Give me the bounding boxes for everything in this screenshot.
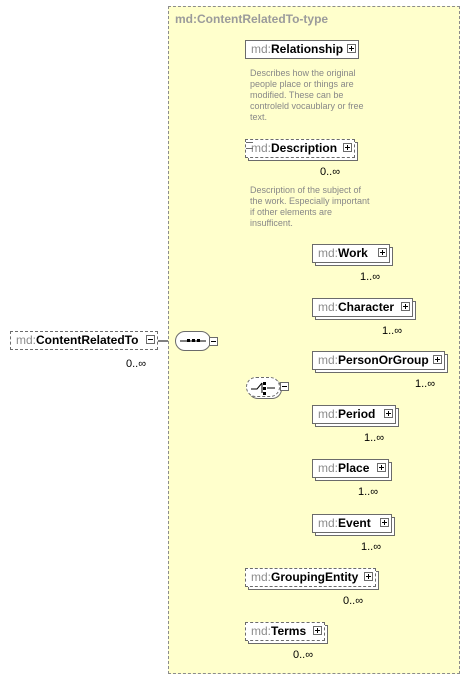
element-place[interactable]: md:Place [312, 459, 389, 478]
element-work[interactable]: md:Work [312, 244, 390, 263]
description-cardinality: 0..∞ [320, 166, 341, 178]
element-person-or-group[interactable]: md:PersonOrGroup [312, 351, 445, 370]
expand-icon[interactable] [377, 463, 386, 472]
sequence-compositor[interactable] [175, 331, 211, 351]
expand-icon[interactable] [378, 248, 387, 257]
description-documentation: Description of the subject of the work. … [250, 185, 370, 228]
element-grouping-entity[interactable]: md:GroupingEntity [245, 568, 376, 587]
expand-icon[interactable] [313, 626, 322, 635]
choice-collapse-icon[interactable] [280, 382, 289, 391]
element-relationship[interactable]: md:Relationship [245, 40, 359, 59]
terms-cardinality: 0..∞ [293, 649, 314, 661]
relationship-documentation: Describes how the original people place … [250, 68, 364, 122]
expand-icon[interactable] [343, 143, 352, 152]
event-cardinality: 1..∞ [361, 541, 382, 553]
expand-icon[interactable] [364, 572, 373, 581]
work-cardinality: 1..∞ [360, 271, 381, 283]
element-terms[interactable]: md:Terms [245, 622, 325, 641]
expand-icon[interactable] [380, 518, 389, 527]
period-cardinality: 1..∞ [364, 432, 385, 444]
root-element-content-related-to[interactable]: md:ContentRelatedTo [10, 331, 158, 350]
character-cardinality: 1..∞ [382, 325, 403, 337]
type-title: md:ContentRelatedTo-type [175, 12, 329, 26]
element-description[interactable]: md:Description [245, 139, 355, 158]
expand-icon[interactable] [347, 44, 356, 53]
expand-icon[interactable] [384, 409, 393, 418]
element-event[interactable]: md:Event [312, 514, 392, 533]
sequence-collapse-icon[interactable] [209, 337, 218, 346]
collapse-icon[interactable] [146, 335, 155, 344]
expand-icon[interactable] [401, 302, 410, 311]
choice-compositor[interactable] [246, 377, 280, 397]
place-cardinality: 1..∞ [358, 486, 379, 498]
element-character[interactable]: md:Character [312, 298, 413, 317]
choice-icon [251, 382, 275, 395]
root-cardinality: 0..∞ [126, 358, 147, 370]
element-period[interactable]: md:Period [312, 405, 396, 424]
person-or-group-cardinality: 1..∞ [415, 378, 436, 390]
sequence-icon [180, 339, 206, 342]
expand-icon[interactable] [433, 355, 442, 364]
documentation-icon [246, 142, 253, 149]
grouping-entity-cardinality: 0..∞ [343, 595, 364, 607]
